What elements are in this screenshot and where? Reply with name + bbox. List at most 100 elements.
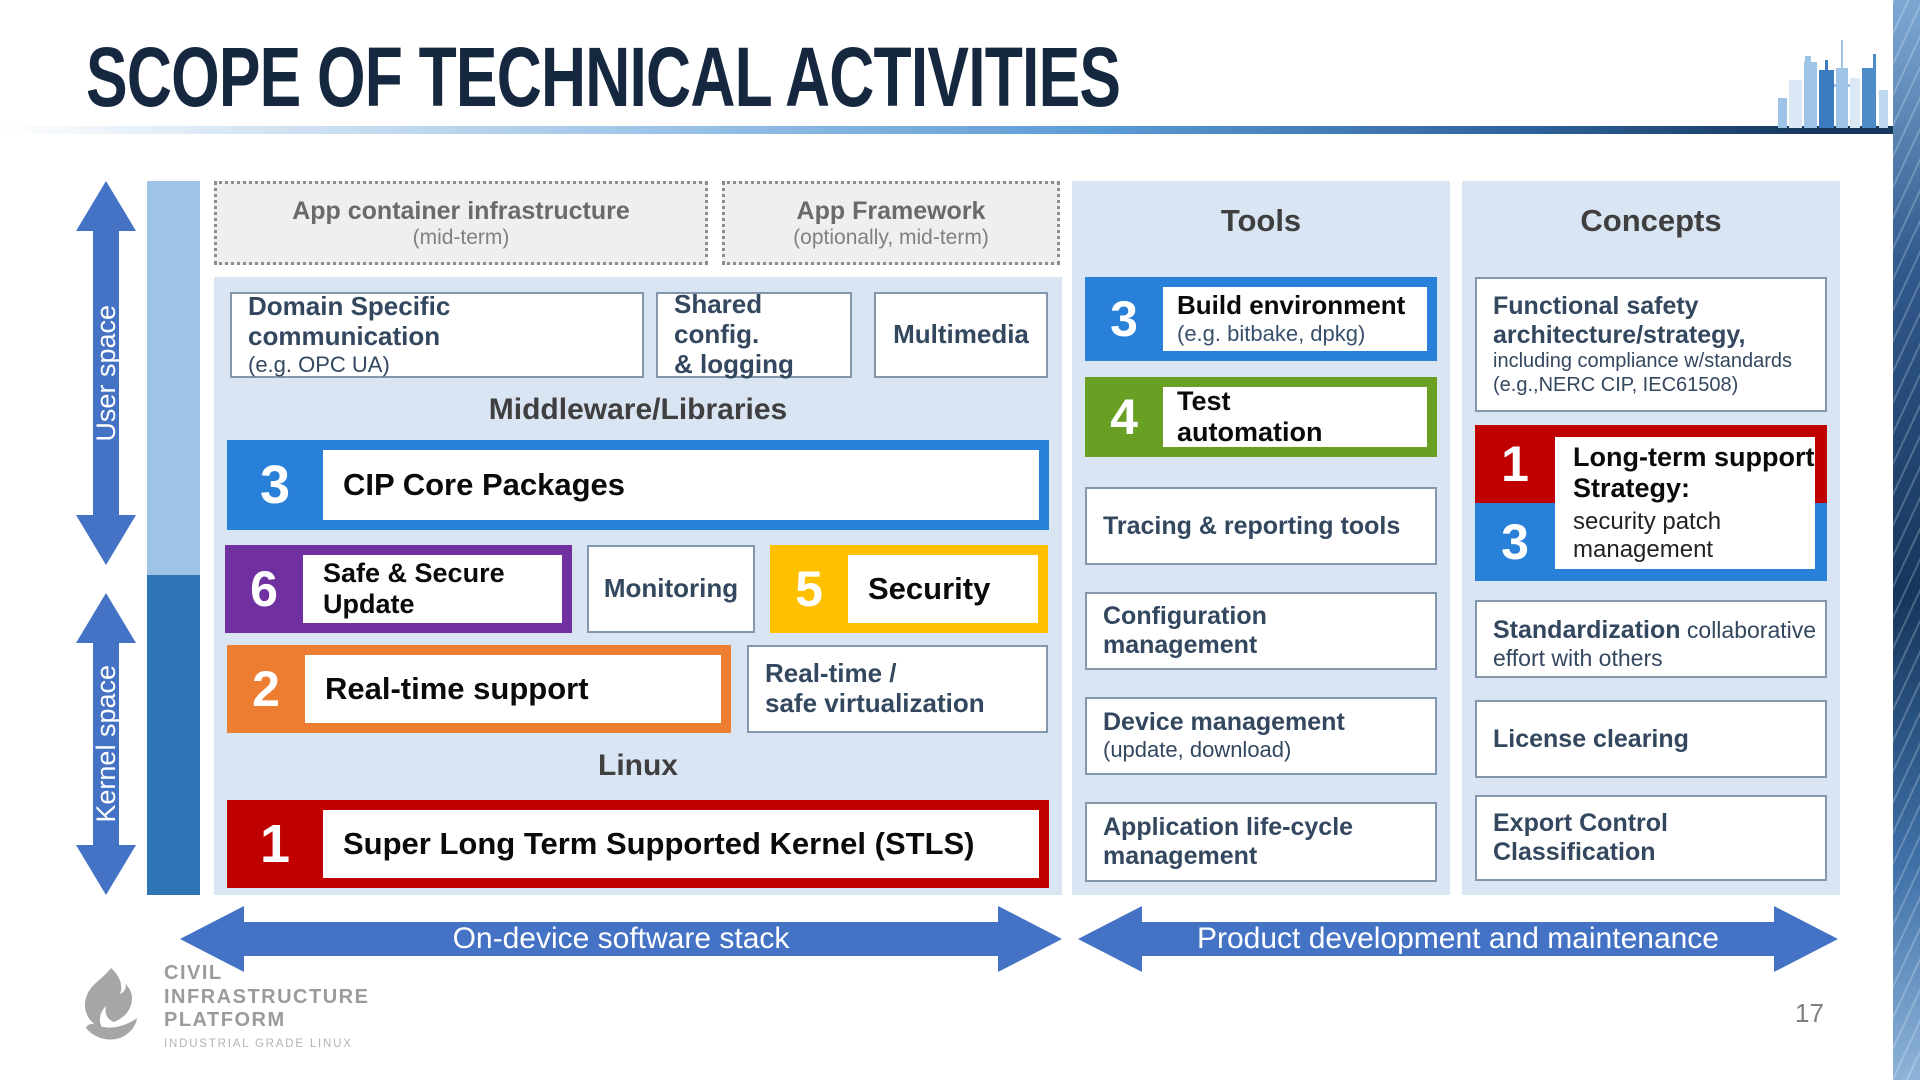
configuration-management-box: Configuration management <box>1085 592 1437 670</box>
device-management-label: Device management <box>1103 708 1345 737</box>
concepts-panel: Concepts Functional safety architecture/… <box>1462 181 1840 895</box>
functional-safety-line2: including compliance w/standards <box>1493 350 1793 373</box>
cip-core-packages-bar: 3 CIP Core Packages <box>227 440 1049 530</box>
license-clearing-box: License clearing <box>1475 700 1827 778</box>
standardization-rest: collaborative effort with others <box>1493 617 1817 671</box>
long-term-support-block: 1 3 Long-term support Strategy: security… <box>1475 425 1827 581</box>
export-control-box: Export Control Classification <box>1475 795 1827 881</box>
virtualization-line1: Real-time / <box>765 658 897 689</box>
application-lifecycle-box: Application life-cycle management <box>1085 802 1437 882</box>
on-device-stack-arrow-label: On-device software stack <box>452 922 790 955</box>
configuration-management-label: Configuration management <box>1103 602 1267 659</box>
tracing-reporting-tools-box: Tracing & reporting tools <box>1085 487 1437 565</box>
tools-header: Tools <box>1220 203 1302 238</box>
cip-core-number: 3 <box>259 455 291 515</box>
virtualization-line2: safe virtualization <box>765 688 985 718</box>
tools-panel: Tools 3 Build environment (e.g. bitbake,… <box>1072 181 1450 895</box>
multimedia-label: Multimedia <box>893 319 1029 350</box>
long-term-support-inner-box: Long-term support Strategy: security pat… <box>1555 437 1815 569</box>
build-environment-title: Build environment <box>1177 290 1406 321</box>
tracing-reporting-label: Tracing & reporting tools <box>1103 511 1401 540</box>
export-control-label: Export Control Classification <box>1493 809 1668 866</box>
logo-tagline: INDUSTRIAL GRADE LINUX <box>164 1037 353 1050</box>
header-divider <box>0 126 1893 134</box>
logo-line2: INFRASTRUCTURE <box>164 985 370 1008</box>
city-skyline-graphic <box>1778 40 1888 128</box>
monitoring-box: Monitoring <box>587 545 755 633</box>
realtime-inner-box: Real-time support <box>305 655 721 723</box>
device-management-box: Device management (update, download) <box>1085 697 1437 775</box>
monitoring-label: Monitoring <box>603 573 739 604</box>
app-container-infrastructure-box: App container infrastructure (mid-term) <box>214 181 708 265</box>
functional-safety-box: Functional safety architecture/strategy,… <box>1475 277 1827 412</box>
lts-number-3: 3 <box>1501 514 1529 570</box>
functional-safety-title: Functional safety architecture/strategy, <box>1493 291 1746 349</box>
app-container-subtitle: (mid-term) <box>412 225 510 249</box>
test-automation-inner-box: Test automation <box>1163 385 1427 447</box>
product-dev-maintenance-arrow-label: Product development and maintenance <box>1196 922 1719 955</box>
build-environment-inner-box: Build environment (e.g. bitbake, dpkg) <box>1163 287 1427 351</box>
kernel-space-bar-segment <box>147 575 200 895</box>
multimedia-box: Multimedia <box>874 292 1048 378</box>
linux-label: Linux <box>598 749 678 782</box>
user-space-arrow: User space <box>76 181 136 565</box>
safe-secure-inner-box: Safe & Secure Update <box>303 555 562 623</box>
page-number: 17 <box>1795 998 1824 1028</box>
stls-label: Super Long Term Supported Kernel (STLS) <box>343 825 975 861</box>
test-automation-bar: 4 Test automation <box>1085 377 1437 457</box>
domain-specific-title: Domain Specific communication <box>248 290 451 351</box>
user-space-bar-segment <box>147 181 200 575</box>
realtime-label: Real-time support <box>325 670 589 706</box>
build-environment-number: 3 <box>1110 291 1138 347</box>
lts-subtitle: security patch management <box>1573 508 1722 564</box>
functional-safety-line3: (e.g.,NERC CIP, IEC61508) <box>1493 374 1739 397</box>
app-container-title: App container infrastructure <box>292 196 630 225</box>
license-clearing-label: License clearing <box>1493 724 1689 753</box>
safe-secure-number: 6 <box>250 561 278 617</box>
security-inner-box: Security <box>848 555 1038 623</box>
build-environment-bar: 3 Build environment (e.g. bitbake, dpkg) <box>1085 277 1437 361</box>
shared-config-logging-box: Shared config. & logging <box>656 289 852 379</box>
shared-config-line1: Shared config. <box>674 289 763 350</box>
cip-logo-text: CIVIL INFRASTRUCTURE PLATFORM INDUSTRIAL… <box>164 962 369 1051</box>
stls-kernel-bar: 1 Super Long Term Supported Kernel (STLS… <box>227 800 1049 888</box>
test-automation-line1: Test <box>1177 385 1231 416</box>
user-space-label: User space <box>90 304 121 442</box>
shared-config-line2: & logging <box>674 348 794 379</box>
safe-secure-update-bar: 6 Safe & Secure Update <box>225 545 572 633</box>
lts-title: Long-term support Strategy: <box>1573 442 1815 504</box>
page-title: SCOPE OF TECHNICAL ACTIVITIES <box>86 29 1121 125</box>
space-divider-bar <box>147 181 200 895</box>
on-device-stack-panel: Domain Specific communication (e.g. OPC … <box>214 277 1062 895</box>
logo-line1: CIVIL <box>164 962 223 984</box>
product-dev-maintenance-arrow: Product development and maintenance <box>1078 906 1838 972</box>
realtime-support-bar: 2 Real-time support <box>227 645 731 733</box>
stls-inner-box: Super Long Term Supported Kernel (STLS) <box>323 810 1039 878</box>
standardization-box: Standardization collaborative effort wit… <box>1475 600 1827 678</box>
test-automation-number: 4 <box>1110 389 1138 445</box>
kernel-space-label: Kernel space <box>90 665 121 823</box>
logo-line3: PLATFORM <box>164 1009 286 1032</box>
app-framework-subtitle: (optionally, mid-term) <box>793 225 989 249</box>
cip-core-label: CIP Core Packages <box>343 466 626 502</box>
security-bar: 5 Security <box>770 545 1048 633</box>
application-lifecycle-label: Application life-cycle management <box>1103 813 1354 870</box>
app-framework-title: App Framework <box>796 196 986 225</box>
cip-logo: CIVIL INFRASTRUCTURE PLATFORM INDUSTRIAL… <box>72 962 369 1051</box>
concepts-header: Concepts <box>1580 203 1722 238</box>
stls-number: 1 <box>259 814 291 874</box>
test-automation-line2: automation <box>1177 417 1323 447</box>
build-environment-subtitle: (e.g. bitbake, dpkg) <box>1177 321 1366 347</box>
safe-secure-line1: Safe & Secure <box>323 557 505 588</box>
app-framework-box: App Framework (optionally, mid-term) <box>722 181 1060 265</box>
domain-specific-subtitle: (e.g. OPC UA) <box>248 351 390 377</box>
realtime-number: 2 <box>252 661 280 717</box>
safe-secure-line2: Update <box>323 589 415 619</box>
cip-logo-mark <box>84 968 137 1040</box>
lts-number-1: 1 <box>1501 436 1529 492</box>
cip-core-inner-box: CIP Core Packages <box>323 450 1039 520</box>
decorative-edge-strip <box>1893 0 1920 1080</box>
security-number: 5 <box>795 561 823 617</box>
device-management-subtitle: (update, download) <box>1103 737 1292 763</box>
